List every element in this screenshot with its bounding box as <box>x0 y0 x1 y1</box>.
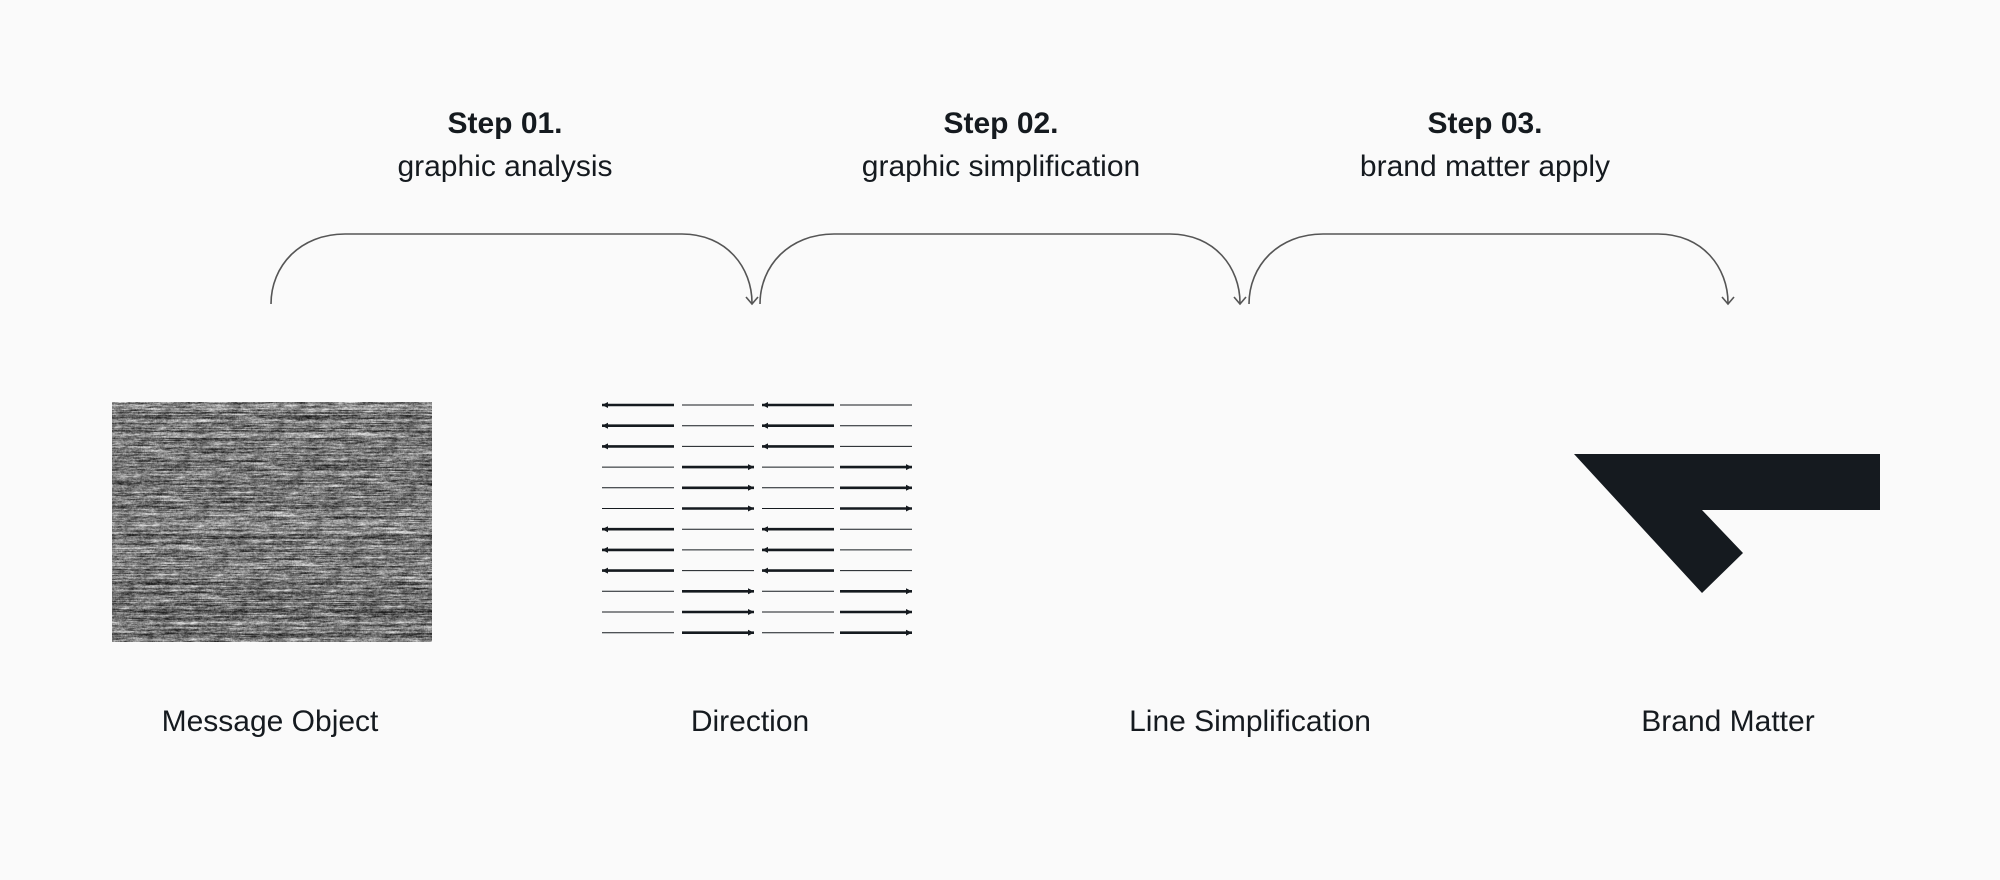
step-01-description: graphic analysis <box>397 150 613 183</box>
step-02-description: graphic simplification <box>861 150 1141 183</box>
arrow-right-icon <box>906 629 912 636</box>
arrow-right-icon <box>906 484 912 491</box>
direction-grid <box>602 402 912 636</box>
connector-step-01 <box>270 233 753 305</box>
caption-direction: Direction <box>690 705 810 738</box>
step-01: Step 01. graphic analysis <box>305 104 705 190</box>
step-02: Step 02. graphic simplification <box>801 104 1201 190</box>
arrow-left-icon <box>602 546 608 553</box>
arrow-right-icon <box>748 629 754 636</box>
connector-step-02-arrowhead <box>1233 296 1247 306</box>
arrow-right-icon <box>748 505 754 512</box>
arrow-left-icon <box>762 443 768 450</box>
arrow-right-icon <box>748 609 754 615</box>
connector-step-03-arrowhead <box>1721 296 1735 306</box>
arrow-left-icon <box>762 546 768 553</box>
arrow-right-icon <box>906 588 912 595</box>
step-03-description: brand matter apply <box>1359 150 1611 183</box>
connector-step-01-arrowhead <box>745 296 759 306</box>
caption-message-object: Message Object <box>161 705 379 738</box>
arrow-right-icon <box>906 464 912 471</box>
brand-mark-shape <box>1574 454 1880 593</box>
step-02-number: Step 02. <box>943 107 1059 140</box>
connector-step-03 <box>1248 233 1729 305</box>
arrow-right-icon <box>906 609 912 615</box>
noise-canvas <box>112 402 432 642</box>
arrow-left-icon <box>602 443 608 450</box>
arrow-right-icon <box>748 464 754 471</box>
arrow-left-icon <box>602 402 608 408</box>
arrow-right-icon <box>748 484 754 491</box>
arrow-right-icon <box>748 588 754 595</box>
caption-brand-matter: Brand Matter <box>1641 705 1815 738</box>
step-01-number: Step 01. <box>447 107 563 140</box>
arrow-left-icon <box>762 402 768 408</box>
connector-step-02 <box>759 233 1241 305</box>
step-03: Step 03. brand matter apply <box>1285 104 1685 190</box>
arrow-left-icon <box>602 526 608 533</box>
arrow-left-icon <box>602 567 608 574</box>
step-03-number: Step 03. <box>1427 107 1543 140</box>
arrow-left-icon <box>602 422 608 429</box>
arrow-left-icon <box>762 526 768 533</box>
message-object-noise-image <box>112 402 432 642</box>
caption-line-simplification: Line Simplification <box>1129 705 1371 738</box>
arrow-left-icon <box>762 422 768 429</box>
arrow-right-icon <box>906 505 912 512</box>
arrow-left-icon <box>762 567 768 574</box>
